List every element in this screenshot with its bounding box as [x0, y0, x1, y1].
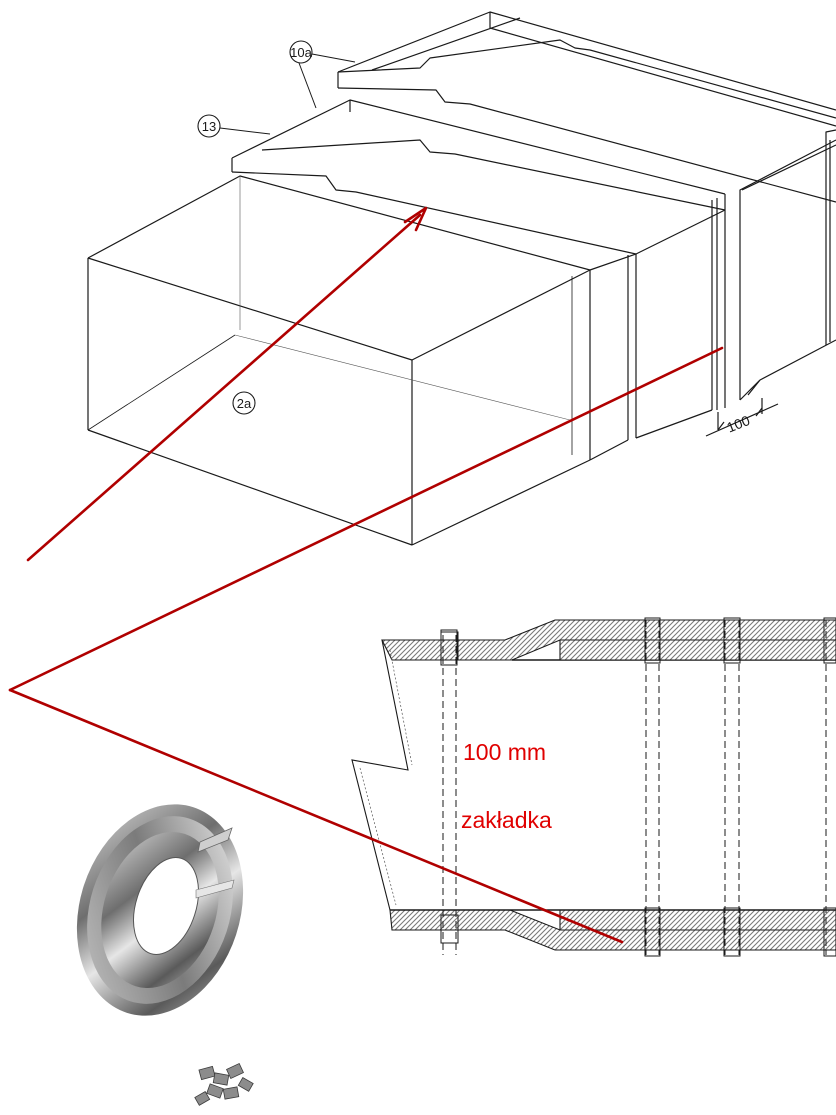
- dimension-label: 100: [724, 412, 752, 436]
- strap-1: [440, 629, 459, 955]
- overlap-label-text: zakładka: [461, 807, 552, 833]
- duct-step-top-back: [337, 39, 836, 119]
- pointer-to-seam: [26, 213, 422, 562]
- section-top-wall-right: [559, 639, 836, 661]
- section-break-edge: [351, 639, 409, 911]
- strap-3: [723, 617, 741, 957]
- callout-13: 13: [197, 114, 271, 138]
- isometric-duct: 100: [87, 11, 836, 546]
- pointer-arrowhead: [403, 206, 428, 232]
- svg-text:13: 13: [202, 119, 216, 134]
- callout-10a: 10a: [289, 40, 356, 109]
- callout-2a: 2a: [232, 391, 256, 415]
- svg-text:2a: 2a: [237, 396, 252, 411]
- duct-segment-front: [87, 175, 591, 546]
- duct-segment-middle: [231, 99, 726, 440]
- strap-4: [823, 617, 836, 957]
- duct-step-top-back-2: [337, 87, 836, 203]
- duct-segment-back: [337, 11, 836, 401]
- pointer-to-section: [8, 688, 624, 944]
- svg-text:10a: 10a: [290, 45, 312, 60]
- duct-rim-line-2: [589, 439, 629, 461]
- duct-rim-line: [589, 253, 637, 271]
- pointer-lines: [8, 206, 724, 944]
- overlap-dimension-text: 100 mm: [463, 739, 546, 765]
- steel-tape-roll-icon: [76, 804, 244, 1016]
- strap-2: [644, 617, 661, 957]
- cross-section: 100 mm zakładka: [351, 617, 836, 957]
- tape-clips-icon: [194, 1062, 254, 1106]
- section-bottom-wall-right: [559, 909, 836, 931]
- pointer-to-strap: [8, 346, 724, 692]
- dimension-100: [705, 398, 779, 437]
